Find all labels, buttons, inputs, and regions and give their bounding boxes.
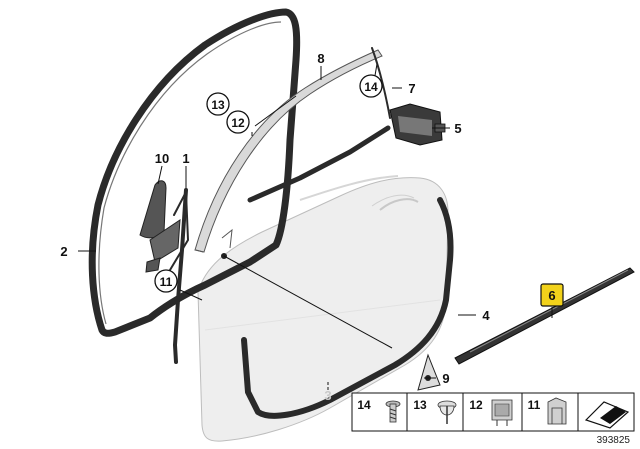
bracket-9 (417, 353, 441, 391)
pillar-seal-1 (169, 188, 189, 364)
window-channel-8 (194, 49, 383, 253)
spring-nut-icon (491, 399, 513, 426)
legend-label-13: 13 (413, 398, 427, 412)
mirror-triangle-10 (139, 180, 181, 273)
metal-clip-icon (547, 397, 567, 425)
regulator-block-5 (389, 103, 446, 146)
leader-lines (78, 63, 553, 392)
legend-label-12: 12 (469, 398, 483, 412)
callouts: 2 1 10 8 7 5 4 9 3 13 12 14 11 6 (60, 51, 564, 403)
callout-12: 12 (231, 116, 245, 130)
callout-11: 11 (160, 275, 173, 289)
door-frame-seal-2 (88, 8, 301, 337)
callout-1: 1 (182, 151, 189, 166)
view-direction-icon (584, 401, 630, 429)
callout-6-highlight (540, 283, 564, 307)
callout-8: 8 (317, 51, 324, 66)
document-number: 393825 (597, 435, 631, 446)
callout-6: 6 (548, 288, 555, 303)
callout-12-circle (226, 110, 250, 134)
push-clip-icon (437, 400, 457, 424)
b-pillar-strip-7 (371, 47, 391, 119)
callout-10: 10 (155, 151, 169, 166)
hardware-legend: 14 13 12 11 (351, 392, 635, 432)
callout-3: 3 (324, 388, 331, 403)
callout-4: 4 (482, 308, 490, 323)
legend-label-11: 11 (528, 398, 541, 412)
callout-13: 13 (211, 98, 225, 112)
legend-label-14: 14 (357, 398, 371, 412)
callout-2: 2 (60, 244, 67, 259)
callout-14-circle (359, 74, 383, 98)
callout-7: 7 (408, 81, 415, 96)
callout-9: 9 (442, 371, 449, 386)
door-rear-seal-4 (241, 197, 454, 419)
callout-5: 5 (454, 121, 461, 136)
sill-trim-6 (454, 267, 635, 365)
screw-icon (385, 400, 401, 423)
callout-11-circle (154, 269, 178, 293)
callout-14: 14 (364, 80, 378, 94)
belt-seal-3 (247, 125, 391, 203)
callout-13-circle (206, 92, 230, 116)
